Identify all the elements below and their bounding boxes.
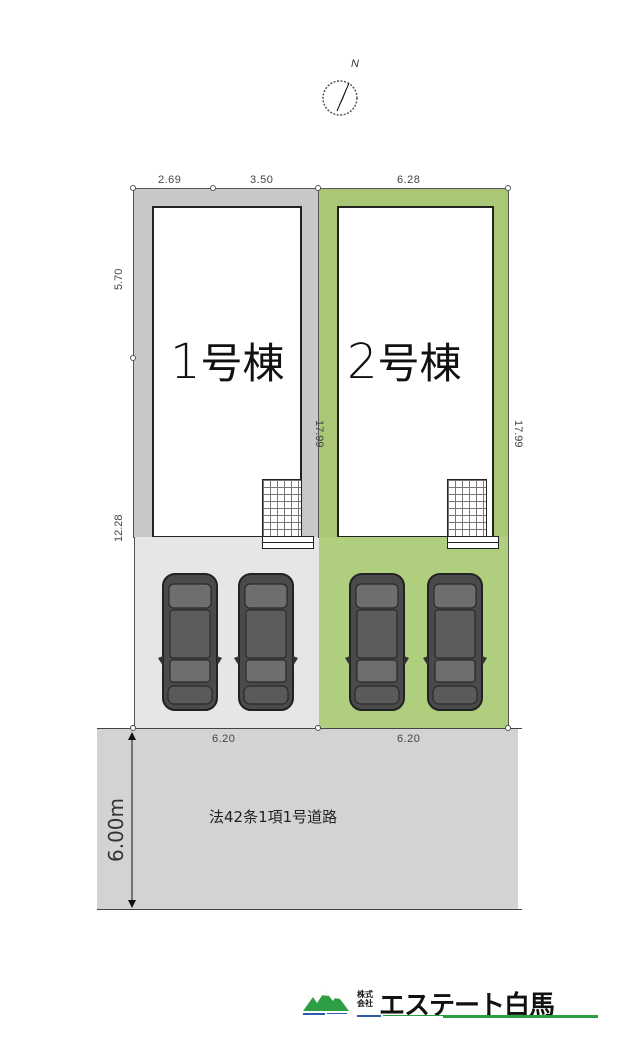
boundary-marker <box>315 185 321 191</box>
road-type-label: 法42条1項1号道路 <box>209 808 338 826</box>
company-logo: 株式 会社 エステート白馬 <box>303 985 603 1025</box>
dim-lot1-bottom: 6.20 <box>212 733 236 745</box>
dim-lot2-right: 17.99 <box>512 420 524 448</box>
road <box>97 728 518 910</box>
dim-lot2-top: 6.28 <box>397 174 421 186</box>
boundary-marker <box>210 185 216 191</box>
boundary-marker <box>130 185 136 191</box>
lot-1-entrance-step <box>262 536 314 549</box>
north-label: N <box>351 58 359 70</box>
dim-lot1-top-left: 2.69 <box>158 174 182 186</box>
dim-lot1-right: 17.99 <box>313 420 325 448</box>
road-top-line <box>97 728 522 729</box>
lot-2-entrance-porch <box>447 479 487 537</box>
building-1-label: 1号棟 <box>170 334 285 390</box>
dim-lot1-left-lower: 12.28 <box>113 514 125 542</box>
boundary-marker <box>315 725 321 731</box>
company-prefix: 株式 会社 <box>357 990 373 1008</box>
car-icon <box>344 573 410 711</box>
logo-underline-blue <box>357 1015 381 1017</box>
dim-lot2-bottom: 6.20 <box>397 733 421 745</box>
parking-cars <box>157 573 488 711</box>
lot-1-entrance-porch <box>262 479 302 537</box>
dim-lot1-top-right: 3.50 <box>250 174 274 186</box>
car-icon <box>422 573 488 711</box>
lot-2-entrance-step <box>447 536 499 549</box>
road-bottom-line <box>97 909 522 910</box>
road-width-arrow <box>128 732 136 908</box>
compass: N <box>313 58 373 128</box>
boundary-marker <box>130 355 136 361</box>
boundary-marker <box>505 185 511 191</box>
mountain-logo-icon <box>303 991 349 1015</box>
boundary-marker <box>505 725 511 731</box>
north-arrow-icon <box>322 80 358 116</box>
boundary-marker <box>130 725 136 731</box>
road-width-label: 6.00m <box>104 797 128 862</box>
car-icon <box>157 573 223 711</box>
logo-underline-green <box>443 1015 598 1018</box>
car-icon <box>233 573 299 711</box>
building-2-label: 2号棟 <box>347 334 462 390</box>
dim-lot1-left-upper: 5.70 <box>113 268 125 290</box>
logo-underline-green-thin <box>383 1015 443 1016</box>
